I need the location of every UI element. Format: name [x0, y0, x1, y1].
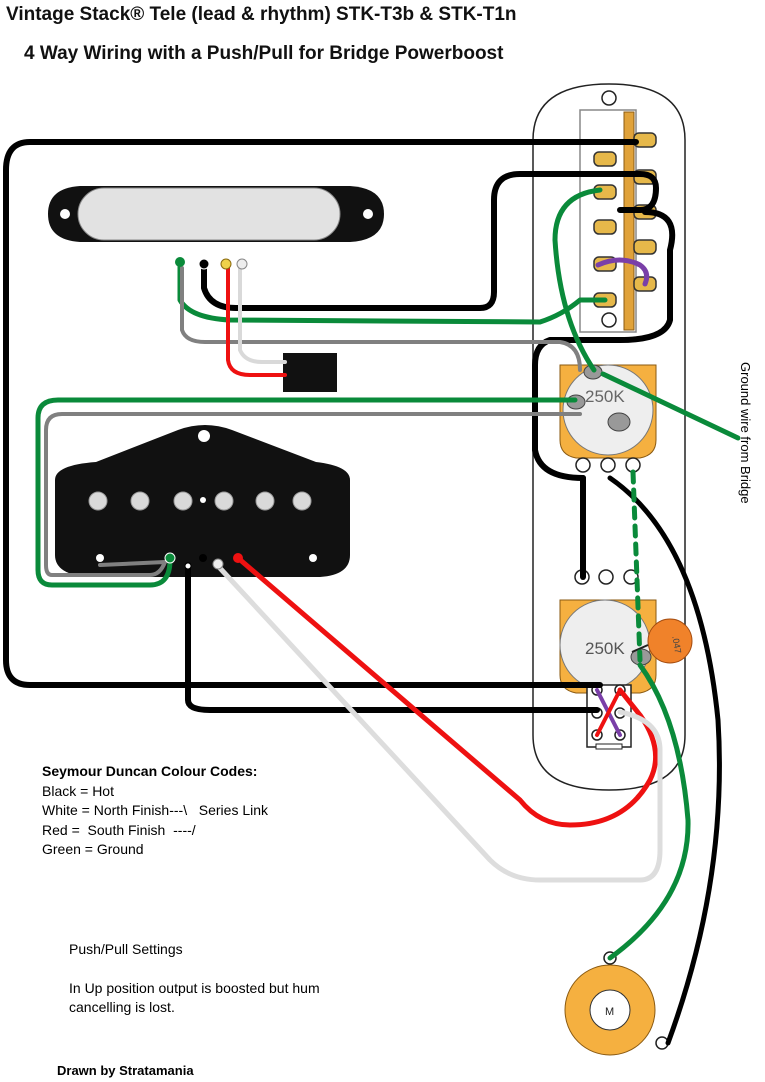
colour-code-line: Black = Hot: [42, 782, 114, 799]
wire-black-outer: [3, 139, 639, 688]
jack-label: M: [605, 1006, 614, 1018]
volume-pot-label: 250K: [585, 387, 625, 406]
wire-black-bridge: [185, 562, 600, 713]
neck-pickup-terminals: [175, 257, 248, 270]
cap-label: .047: [670, 635, 683, 654]
push-pull-notes: Push/Pull Settings In Up position output…: [69, 940, 320, 1018]
output-jack: [564, 951, 669, 1056]
wire-green-switch: [552, 187, 603, 373]
credit: Drawn by Stratamania: [57, 1063, 194, 1078]
colour-code-line: Green = Ground: [42, 841, 144, 857]
series-link-block: [283, 353, 337, 392]
wire-grey-neck: [180, 266, 582, 372]
colour-code-line: Red = South Finish ----/: [42, 821, 196, 838]
ground-wire-note: Ground wire from Bridge: [738, 362, 753, 504]
wire-green-bridge: [35, 397, 578, 588]
wire-black-neck: [201, 171, 659, 311]
wire-white-neck: [238, 262, 287, 364]
wire-purple-switch: [595, 257, 650, 287]
four-way-switch: [579, 90, 657, 333]
tone-capacitor: [631, 618, 693, 664]
push-pull-heading: Push/Pull Settings: [69, 941, 183, 957]
colour-codes: Seymour Duncan Colour Codes: Black = Hot…: [42, 762, 268, 860]
diagram-subtitle: 4 Way Wiring with a Push/Pull for Bridge…: [24, 43, 504, 64]
push-pull-line: cancelling is lost.: [69, 999, 175, 1015]
push-pull-line: In Up position output is boosted but hum: [69, 979, 320, 996]
wire-white-bridge: [215, 563, 663, 883]
neck-pickup: [48, 186, 384, 242]
wire-green-neck: [177, 259, 608, 325]
wire-grey-bridge: [44, 412, 582, 577]
wire-black-output: [607, 475, 722, 1046]
diagram-title: Vintage Stack® Tele (lead & rhythm) STK-…: [6, 4, 517, 25]
volume-pot: [559, 364, 657, 473]
wire-black-switch-pot: [532, 209, 676, 481]
colour-codes-heading: Seymour Duncan Colour Codes:: [42, 763, 258, 779]
bridge-pickup: [55, 425, 350, 577]
wire-red-bridge: [235, 555, 659, 828]
colour-code-line: White = North Finish---\ Series Link: [42, 802, 269, 818]
tone-pot-label: 250K: [585, 639, 625, 658]
wire-red-pushpull: [595, 688, 622, 737]
wire-red-neck: [226, 262, 287, 377]
bridge-pickup-terminals: [164, 552, 243, 570]
wire-green-dashed: [630, 469, 643, 663]
wire-green-jack: [607, 662, 691, 961]
wire-green-bridge-ground: [600, 371, 741, 441]
